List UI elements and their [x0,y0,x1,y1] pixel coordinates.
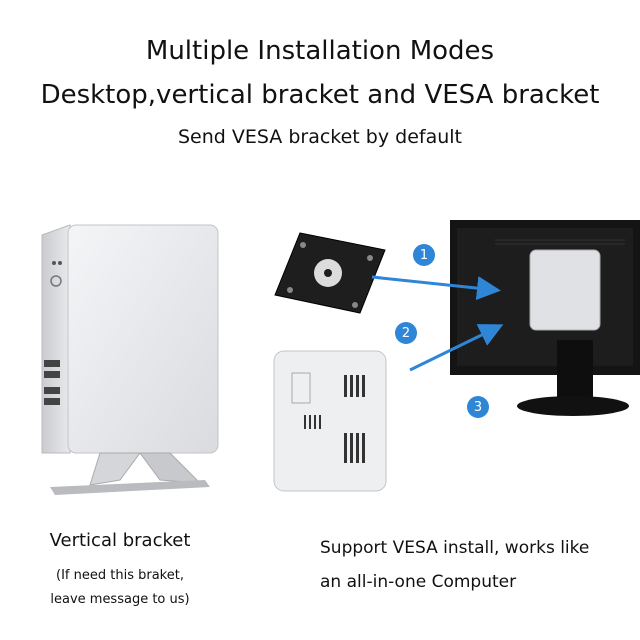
step-2-badge: 2 [395,322,417,344]
bracket-note-line1: (If need this braket, [56,568,184,583]
title-line1: Multiple Installation Modes [145,36,495,66]
arrows-graphic [371,275,504,372]
subtitle: Send VESA bracket by default [177,126,462,148]
vertical-bracket-caption: Vertical bracket [49,530,191,551]
step-3-badge: 3 [467,396,489,418]
mini-pc-back-image [273,350,387,492]
vesa-plate-image [274,232,386,314]
title-line2: Desktop,vertical bracket and VESA bracke… [40,80,600,110]
vesa-caption-line2: an all-in-one Computer [320,572,517,592]
bracket-note-line2: leave message to us) [50,592,190,607]
vesa-caption-line1: Support VESA install, works like [320,538,590,558]
mini-pc-vertical-image [41,224,219,495]
step-1-badge: 1 [413,244,435,266]
